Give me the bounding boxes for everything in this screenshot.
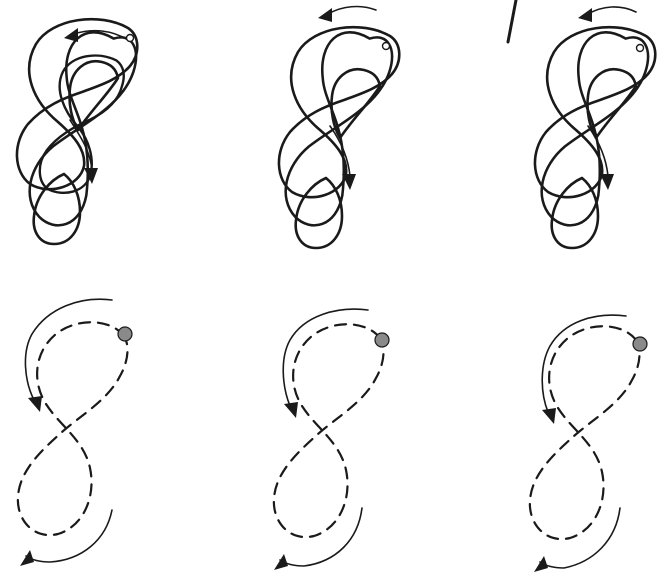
curved-arrow xyxy=(26,510,112,562)
outline-panel-1 xyxy=(17,19,137,244)
outline-panel-3 xyxy=(535,7,655,248)
inner-counter-lower xyxy=(34,174,80,244)
figure-eight-outline xyxy=(279,27,399,197)
figure-eight-dashed xyxy=(274,324,384,537)
start-dot xyxy=(375,333,389,347)
start-dot xyxy=(127,35,134,42)
figure-eight-dashed xyxy=(18,322,128,535)
start-dot xyxy=(118,327,132,341)
inner-counter-upper xyxy=(69,61,118,130)
start-dot xyxy=(637,45,644,52)
curved-arrow xyxy=(588,7,636,14)
figure-eight-dashed xyxy=(530,326,640,539)
dashed-panel-3 xyxy=(530,315,647,572)
curved-arrow xyxy=(280,508,362,566)
figure-eight-outline xyxy=(535,27,655,197)
figure-eight-outline xyxy=(17,19,137,189)
start-dot xyxy=(383,43,390,50)
dashed-panel-2 xyxy=(274,309,389,570)
dashed-panel-1 xyxy=(18,299,132,566)
outline-panel-2 xyxy=(279,7,399,248)
arrow-head xyxy=(64,28,78,42)
curved-arrow xyxy=(328,7,376,14)
stroke-mark xyxy=(508,0,516,42)
curved-arrow xyxy=(25,299,112,400)
start-dot xyxy=(633,337,647,351)
